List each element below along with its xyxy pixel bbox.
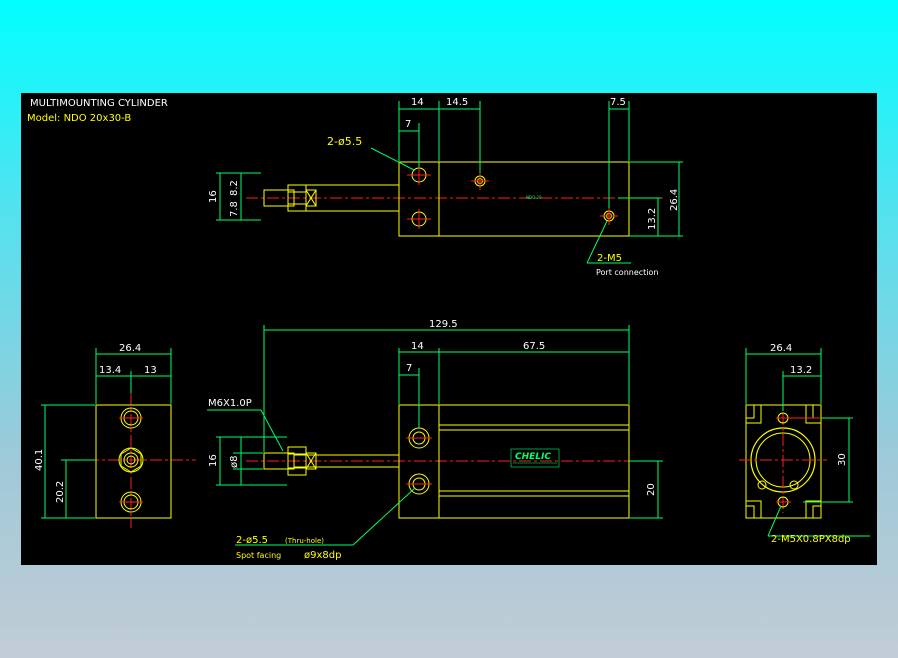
front-brand-label: CHELIC <box>515 452 551 462</box>
end-dim-13-2: 13.2 <box>790 365 812 376</box>
side-dim-26-4: 26.4 <box>119 343 141 354</box>
front-view: CHELIC 129.5 14 67.5 7 M6X1.0P 16 ø8 20 <box>207 319 666 561</box>
front-dim-67-5: 67.5 <box>523 341 545 352</box>
top-dim-7-5: 7.5 <box>610 97 626 108</box>
top-view: NDO 20 14 14.5 7.5 7 2-ø5.5 16 8.2 7.8 2… <box>208 97 683 277</box>
top-dim-7-8: 7.8 <box>229 201 240 217</box>
top-body-label: NDO 20 <box>526 195 542 200</box>
side-dim-13-4: 13.4 <box>99 365 121 376</box>
front-hole-callout: 2-ø5.5 <box>236 535 268 546</box>
front-dim-14: 14 <box>411 341 424 352</box>
end-dim-30: 30 <box>837 453 848 466</box>
cad-drawing-canvas: MULTIMOUNTING CYLINDER Model: NDO 20x30-… <box>21 93 877 565</box>
end-view: 26.4 13.2 30 2-M5X0.8PX8dp <box>739 343 870 545</box>
front-spot-label: Spot facing <box>236 551 281 560</box>
top-dim-26-4: 26.4 <box>669 189 680 211</box>
top-dim-14-5: 14.5 <box>446 97 468 108</box>
side-dim-20-2: 20.2 <box>55 481 66 503</box>
top-dim-13-2: 13.2 <box>647 208 658 230</box>
top-dim-8-2: 8.2 <box>229 180 240 196</box>
front-hole-note: (Thru-hole) <box>285 537 324 545</box>
side-view: 26.4 13.4 13 40.1 20.2 <box>34 343 196 528</box>
front-dim-16: 16 <box>208 454 219 467</box>
top-dim-7: 7 <box>405 119 411 130</box>
end-thread-callout: 2-M5X0.8PX8dp <box>771 534 851 545</box>
front-dim-129-5: 129.5 <box>429 319 458 330</box>
drawing-model: Model: NDO 20x30-B <box>27 113 131 124</box>
top-dim-14: 14 <box>411 97 424 108</box>
side-dim-13: 13 <box>144 365 157 376</box>
end-dim-26-4: 26.4 <box>770 343 792 354</box>
top-port-note: Port connection <box>596 268 658 277</box>
front-dim-20: 20 <box>646 483 657 496</box>
top-dim-16: 16 <box>208 190 219 203</box>
top-hole-callout: 2-ø5.5 <box>327 135 362 148</box>
front-dim-d8: ø8 <box>229 456 240 468</box>
side-dim-40-1: 40.1 <box>34 449 45 471</box>
top-port-callout: 2-M5 <box>597 253 622 264</box>
front-spot-value: ø9x8dp <box>304 550 341 561</box>
drawing-title: MULTIMOUNTING CYLINDER <box>30 98 168 109</box>
front-dim-7: 7 <box>406 363 412 374</box>
front-thread-callout: M6X1.0P <box>208 398 252 409</box>
cad-drawing-svg: MULTIMOUNTING CYLINDER Model: NDO 20x30-… <box>27 97 870 561</box>
